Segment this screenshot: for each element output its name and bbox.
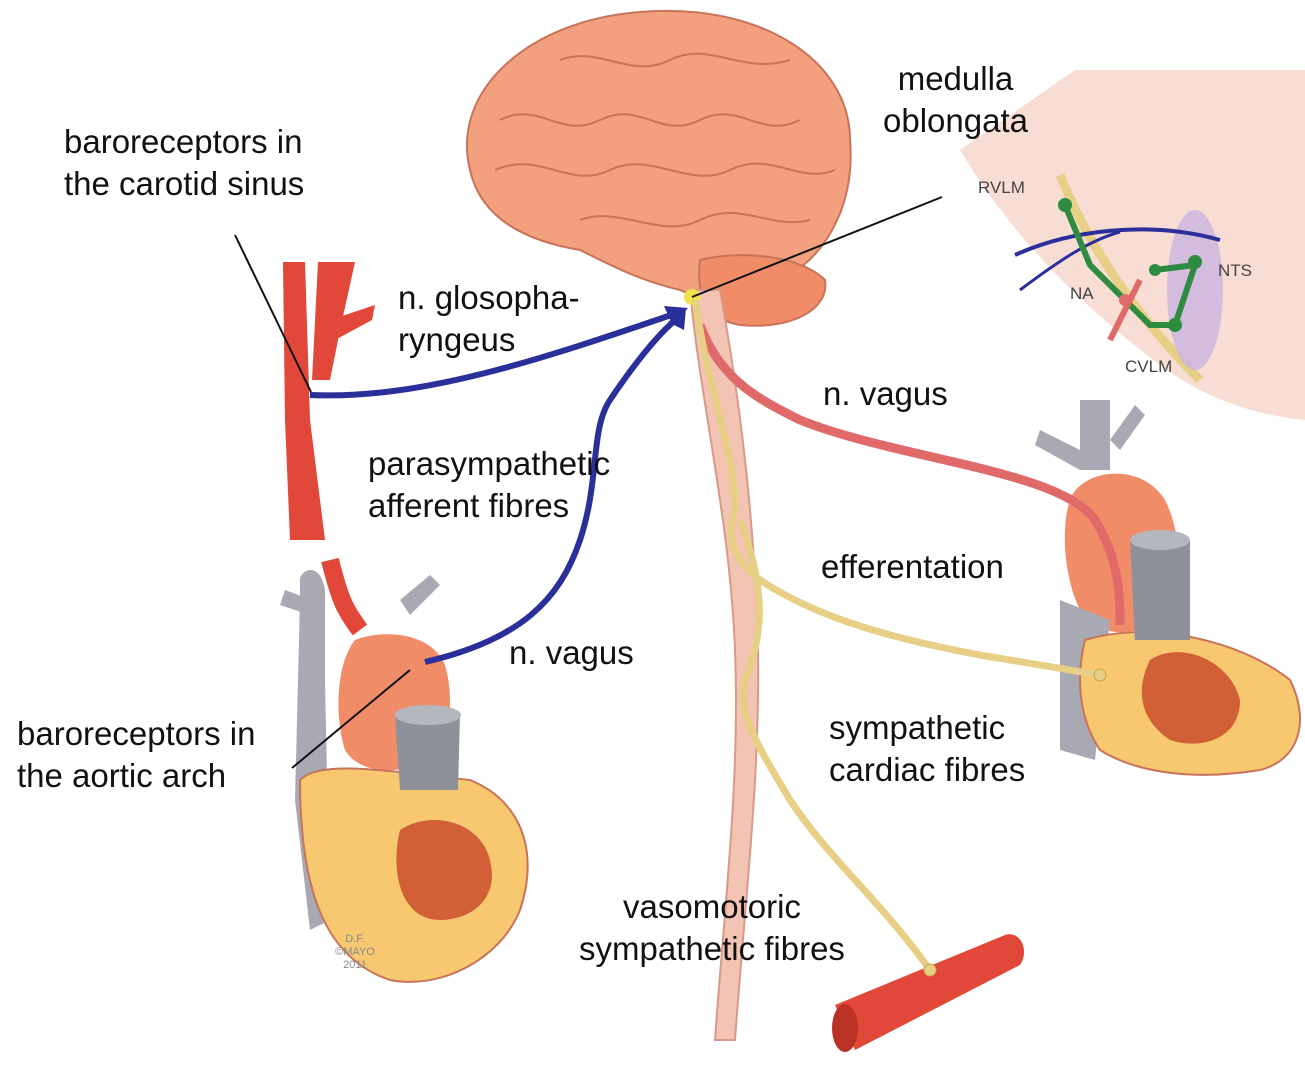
carotid-artery bbox=[283, 262, 375, 540]
label-glossopharyngeus: n. glosopha- ryngeus bbox=[398, 277, 580, 361]
svg-text:2011: 2011 bbox=[343, 959, 367, 971]
rvlm-label: RVLM bbox=[978, 178, 1025, 197]
right-heart bbox=[1035, 400, 1300, 775]
label-aortic-baroreceptors: baroreceptors in the aortic arch bbox=[17, 713, 255, 797]
label-parasympathetic-afferent: parasympathetic afferent fibres bbox=[368, 443, 610, 527]
label-carotid-baroreceptors: baroreceptors in the carotid sinus bbox=[64, 121, 304, 205]
svg-text:D.F.: D.F. bbox=[345, 933, 365, 945]
nts-label: NTS bbox=[1218, 261, 1252, 280]
label-vagus-left: n. vagus bbox=[509, 632, 634, 674]
na-label: NA bbox=[1070, 284, 1094, 303]
label-sympathetic-cardiac: sympathetic cardiac fibres bbox=[829, 707, 1025, 791]
label-vasomotoric: vasomotoric sympathetic fibres bbox=[579, 886, 845, 970]
svg-text:©MAYO: ©MAYO bbox=[335, 946, 375, 958]
left-heart bbox=[280, 560, 528, 982]
label-efferentation: efferentation bbox=[821, 546, 1004, 588]
label-vagus-right: n. vagus bbox=[823, 373, 948, 415]
cvlm-label: CVLM bbox=[1125, 357, 1172, 376]
label-medulla-oblongata: medulla oblongata bbox=[883, 58, 1028, 142]
blood-vessel bbox=[832, 934, 1024, 1052]
